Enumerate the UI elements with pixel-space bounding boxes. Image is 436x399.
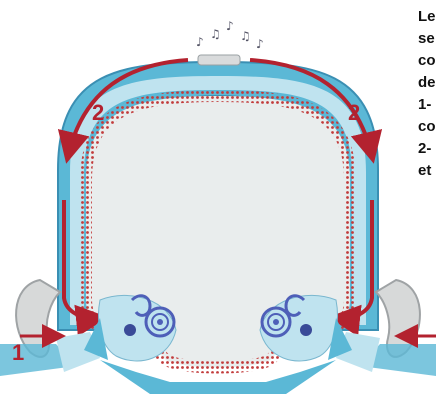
speaker-icon [198, 55, 240, 65]
svg-text:♫: ♫ [210, 27, 221, 41]
svg-text:♫: ♫ [240, 29, 251, 43]
svg-text:♪: ♪ [196, 35, 204, 49]
music-notes-icon: ♪ ♫ ♪ ♫ ♪ [196, 19, 264, 51]
side-caption: Le se co de 1- co 2- et [418, 6, 436, 182]
svg-text:♪: ♪ [226, 19, 234, 33]
side-caption-line: 1- [418, 94, 436, 116]
side-caption-line: 2- [418, 138, 436, 160]
svg-text:♪: ♪ [256, 37, 264, 51]
label-1-left: 1 [12, 340, 24, 365]
side-caption-line: de [418, 72, 436, 94]
side-caption-line: co [418, 50, 436, 72]
side-caption-line: se [418, 28, 436, 50]
side-caption-line: co [418, 116, 436, 138]
side-caption-line: Le [418, 6, 436, 28]
side-caption-line: et [418, 160, 436, 182]
label-2-left: 2 [92, 100, 104, 125]
label-2-right: 2 [348, 100, 360, 125]
